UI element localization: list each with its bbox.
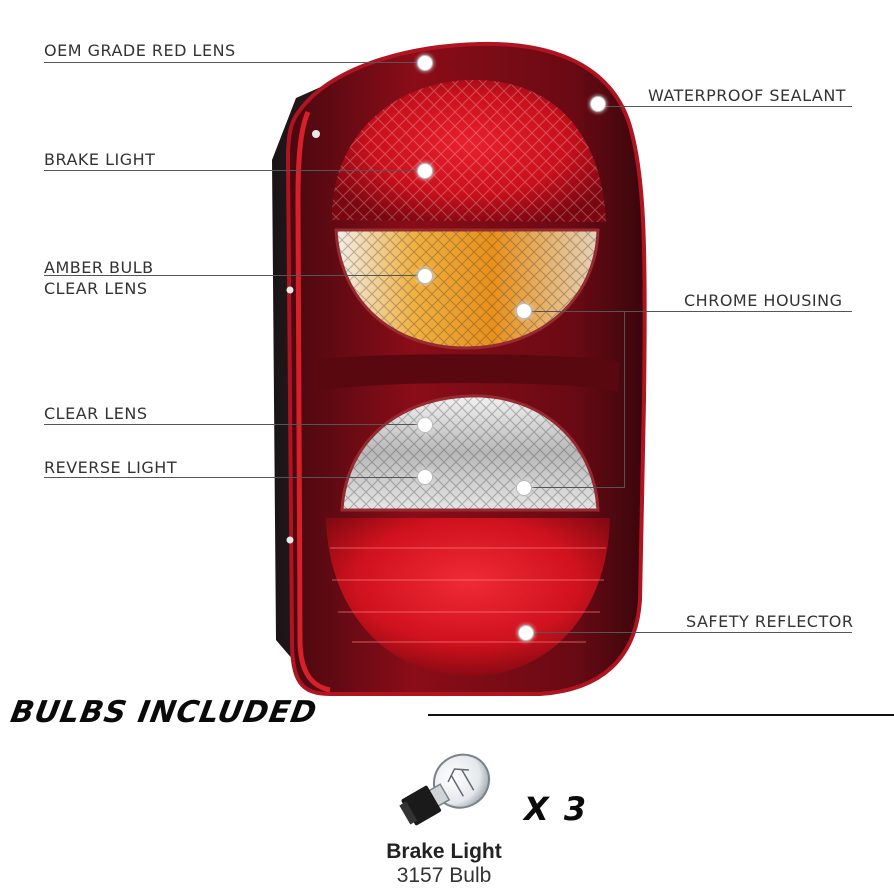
marker-safety-reflector (518, 625, 534, 641)
rule-waterproof-sealant (602, 106, 852, 107)
rule-chrome-housing-lower (524, 487, 625, 488)
rule-safety-reflector (526, 632, 852, 633)
marker-brake-light (417, 163, 433, 179)
bulbs-included-heading: BULBS INCLUDED (8, 695, 320, 730)
bulb-type: 3157 Bulb (396, 864, 492, 887)
marker-waterproof-sealant (590, 96, 606, 112)
marker-chrome-housing-upper (516, 303, 532, 319)
rule-clear-lens (44, 424, 422, 425)
callout-safety-reflector: SAFETY REFLECTOR (686, 612, 854, 631)
callout-chrome-housing: CHROME HOUSING (684, 291, 843, 310)
bulbs-divider (428, 714, 894, 716)
marker-reverse-light (417, 469, 433, 485)
reflector-lens (326, 518, 610, 676)
callout-waterproof-sealant: WATERPROOF SEALANT (648, 86, 847, 105)
marker-chrome-housing-lower (516, 480, 532, 496)
bulb-quantity: X 3 (524, 790, 589, 828)
rule-brake-light (44, 170, 422, 171)
rule-reverse-light (44, 477, 422, 478)
marker-clear-lens (417, 417, 433, 433)
bulb-icon (399, 753, 491, 826)
callout-clear-lens: CLEAR LENS (44, 404, 148, 423)
callout-brake-light: BRAKE LIGHT (44, 150, 156, 169)
callout-oem-lens: OEM GRADE RED LENS (44, 41, 236, 60)
rule-amber-bulb (44, 275, 422, 276)
callout-amber-clear-lens: CLEAR LENS (44, 279, 148, 298)
rule-chrome-housing-vertical (624, 311, 625, 487)
callout-amber-bulb: AMBER BULB (44, 258, 154, 277)
marker-amber-bulb (417, 268, 433, 284)
rule-chrome-housing (524, 311, 852, 312)
callout-reverse-light: REVERSE LIGHT (44, 458, 178, 477)
bulb-name: Brake Light (386, 840, 502, 863)
rule-oem-lens (44, 62, 422, 63)
marker-oem-lens (417, 55, 433, 71)
